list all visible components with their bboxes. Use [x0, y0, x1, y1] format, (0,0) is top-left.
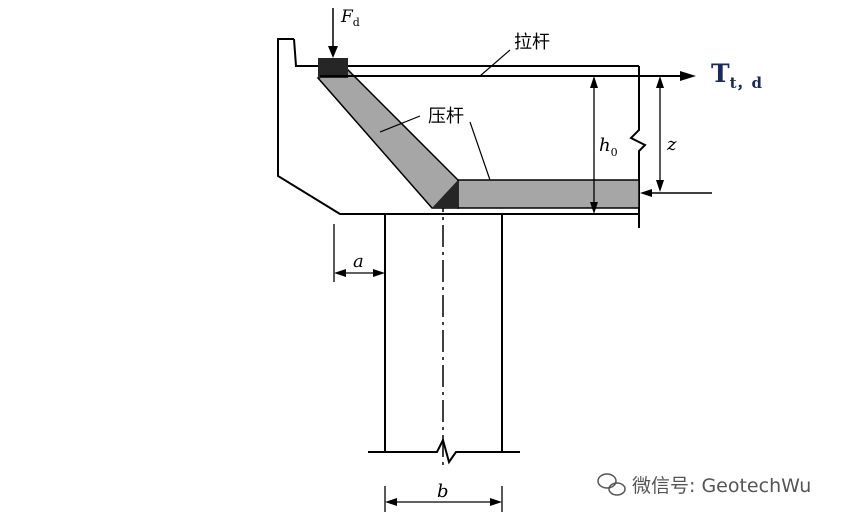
load-arrowhead [328, 46, 338, 58]
wechat-icon [597, 473, 626, 496]
offset-arrow-left [334, 269, 346, 277]
load-label: Fd [340, 7, 360, 29]
depth-label-subscript: 0 [611, 146, 618, 159]
lever-arm-arrow-top [656, 76, 664, 88]
offset-label: a [353, 251, 364, 272]
support-node [432, 180, 458, 208]
tie-label: 拉杆 [514, 32, 550, 53]
tension-label: Tt，d [711, 59, 763, 92]
lever-arm-arrow-bottom [656, 180, 664, 192]
depth-arrow-bottom [590, 202, 598, 214]
compression-strut [316, 69, 459, 209]
offset-arrow-right [373, 269, 385, 277]
bottom-compression-member [457, 179, 640, 209]
pier-cap-outline [277, 38, 647, 228]
strut-label: 压杆 [428, 106, 464, 127]
tension-arrowhead [680, 71, 696, 81]
load-node [318, 58, 348, 78]
column-width-arrow-right [490, 498, 502, 506]
strut-leader-2 [469, 121, 491, 181]
load-label-subscript: d [353, 16, 360, 29]
strut-leader-1 [379, 115, 421, 133]
depth-arrow-top [590, 76, 598, 88]
column-width-arrow-left [385, 498, 397, 506]
tension-label-subscript: t，d [730, 74, 763, 92]
watermark-text: 微信号: GeotechWu [632, 475, 811, 497]
column-outline [368, 214, 520, 465]
depth-label: h0 [599, 135, 618, 159]
column-width-label: b [437, 481, 449, 502]
lever-arm-label: z [666, 134, 677, 155]
tie-leader [479, 49, 511, 77]
compression-resultant-arrowhead [640, 189, 652, 197]
